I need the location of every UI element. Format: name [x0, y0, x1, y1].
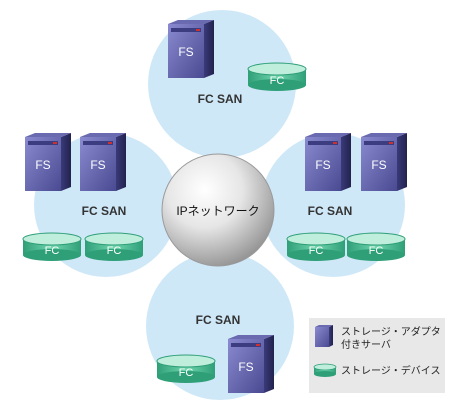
storage-icon: FC — [22, 232, 82, 261]
server-label: FS — [90, 158, 105, 172]
san-label-left: FC SAN — [82, 204, 127, 218]
storage-icon: FC — [156, 354, 216, 383]
server-label: FS — [371, 158, 386, 172]
ip-network-sphere — [161, 153, 275, 267]
server-icon: FS — [305, 133, 351, 191]
storage-label: FC — [309, 245, 324, 257]
storage-icon: FC — [286, 232, 346, 261]
legend-server-label-line2: 付きサーバ — [341, 338, 391, 351]
storage-label: FC — [107, 245, 122, 257]
server-label: FS — [238, 360, 253, 374]
san-label-bottom: FC SAN — [196, 313, 241, 327]
server-label: FS — [178, 45, 193, 59]
storage-label: FC — [270, 75, 285, 87]
storage-label: FC — [369, 245, 384, 257]
server-icon: FS — [25, 133, 71, 191]
san-label-top: FC SAN — [198, 92, 243, 106]
server-icon: FS — [168, 20, 214, 78]
server-icon: FS — [228, 335, 274, 393]
storage-icon: FC — [84, 232, 144, 261]
server-label: FS — [35, 158, 50, 172]
ip-network-label: IPネットワーク — [176, 204, 259, 218]
storage-label: FC — [179, 367, 194, 379]
legend-storage-icon — [313, 363, 337, 377]
legend-server-label-line1: ストレージ・アダプタ — [341, 325, 441, 338]
legend-storage-label: ストレージ・デバイス — [341, 364, 441, 377]
storage-label: FC — [45, 245, 60, 257]
server-icon: FS — [361, 133, 407, 191]
legend: ストレージ・アダプタ 付きサーバ ストレージ・デバイス — [309, 318, 445, 393]
server-label: FS — [315, 158, 330, 172]
san-label-right: FC SAN — [308, 204, 353, 218]
legend-server-icon — [315, 325, 333, 347]
storage-icon: FC — [247, 62, 307, 91]
storage-icon: FC — [346, 232, 406, 261]
server-icon: FS — [80, 133, 126, 191]
